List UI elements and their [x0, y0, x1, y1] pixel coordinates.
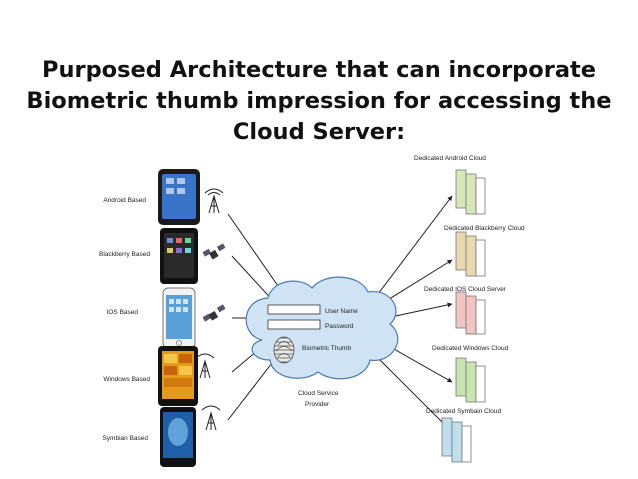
phone-symbian [160, 407, 196, 467]
satellite-icon [203, 243, 226, 259]
cell-tower-icon [205, 189, 223, 213]
cloud-label-android: Dedicated Android Cloud [414, 155, 486, 162]
device-label-android: Android Based [103, 197, 146, 204]
password-field [268, 320, 320, 329]
phone-android [158, 169, 200, 225]
thumb-label: Biometric Thumb [302, 345, 351, 352]
server-ios [456, 292, 485, 334]
phone-ios [163, 288, 195, 348]
device-label-blackberry: Blackberry Based [99, 251, 150, 258]
fingerprint-icon [274, 337, 294, 363]
server-windows [456, 358, 485, 402]
device-label-ios: IOS Based [107, 309, 139, 316]
cloud-label-windows: Dedicated Windows Cloud [432, 345, 509, 352]
arrow-symbain-cloud [370, 350, 452, 432]
cloud-label-blackberry: Dedicated Blackberry Cloud [444, 225, 525, 232]
server-blackberry [456, 232, 485, 276]
device-label-symbian: Symbian Based [102, 435, 148, 442]
satellite-icon [203, 304, 226, 321]
cloud-service-provider: User Name Password Biometric Thumb Cloud… [246, 277, 398, 408]
provider-line-1: Cloud Service [298, 390, 339, 397]
phone-windows [158, 346, 198, 406]
device-label-windows: Windows Based [103, 376, 150, 383]
phone-blackberry [160, 228, 198, 284]
server-android [456, 170, 485, 214]
username-label: User Name [325, 308, 358, 315]
device-labels: Android Based Blackberry Based IOS Based… [99, 197, 150, 442]
provider-line-2: Provider [305, 401, 330, 408]
cloud-label-symbain: Dedicated Symbain Cloud [426, 408, 502, 415]
cell-tower-icon [202, 406, 220, 430]
cell-tower-icon [196, 354, 214, 378]
arrow-android [228, 214, 285, 296]
server-extra [456, 418, 466, 456]
password-label: Password [325, 323, 354, 330]
username-field [268, 305, 320, 314]
